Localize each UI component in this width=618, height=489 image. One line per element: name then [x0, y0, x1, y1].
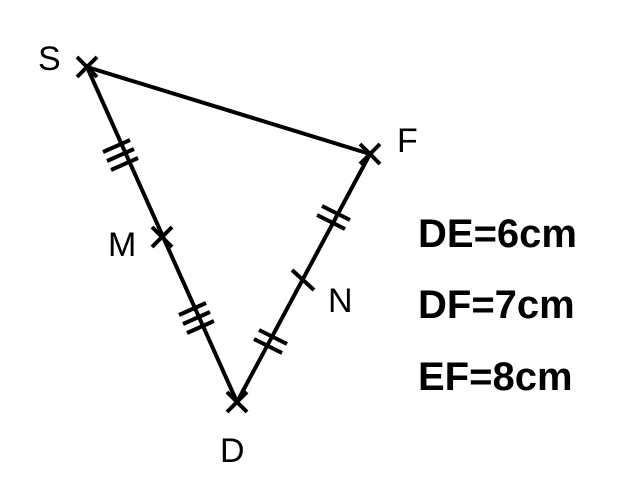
- cross-mark-M: [150, 225, 174, 249]
- measurement-DE: DE=6cm: [418, 212, 577, 256]
- hash-marks-ND: [253, 328, 288, 355]
- label-N: N: [328, 282, 353, 320]
- hash-marks-FN: [316, 204, 351, 231]
- cross-mark-S: [75, 55, 99, 79]
- label-F: F: [397, 122, 418, 160]
- hash-marks-MD: [178, 301, 215, 335]
- label-D: D: [220, 432, 245, 470]
- measurement-DF: DF=7cm: [418, 283, 575, 327]
- side-SF: [85, 65, 372, 156]
- label-M: M: [108, 226, 136, 264]
- tick-mark-N: [290, 268, 316, 292]
- cross-mark-D: [225, 390, 249, 414]
- cross-mark-F: [358, 142, 382, 166]
- label-S: S: [38, 40, 61, 78]
- measurement-EF: EF=8cm: [418, 355, 573, 399]
- hash-marks-SM: [102, 138, 139, 172]
